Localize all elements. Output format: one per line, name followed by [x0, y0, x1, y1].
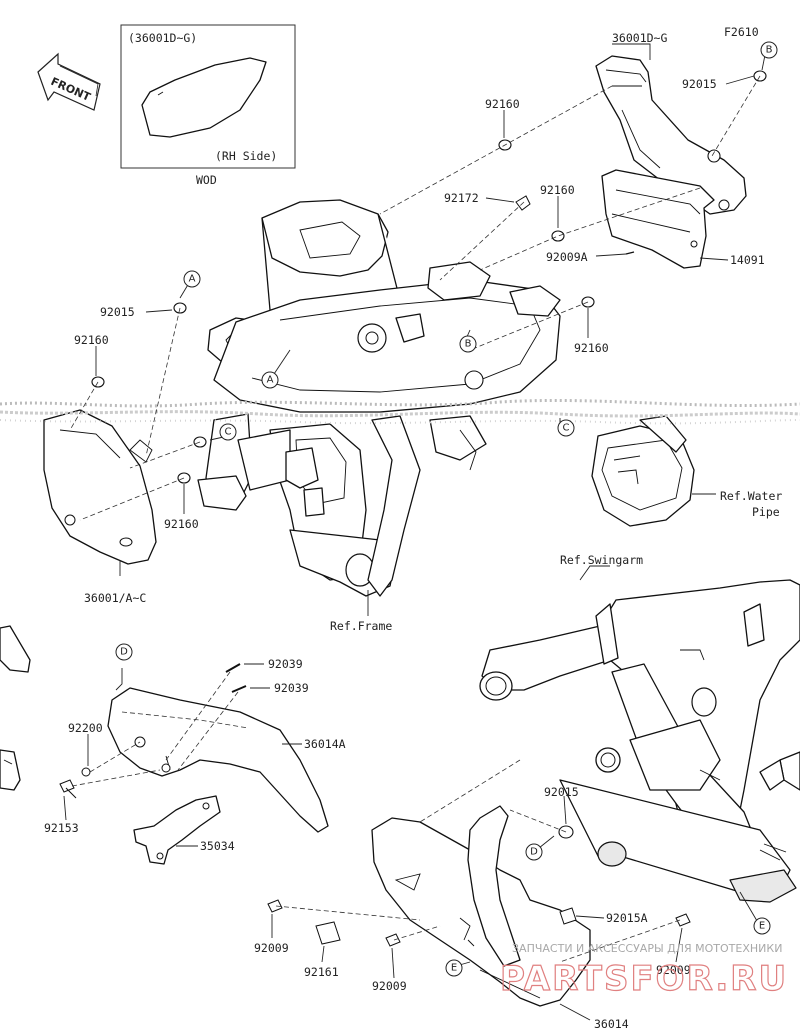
inset-part-ref: (36001D~G): [128, 31, 197, 45]
watermark-brand: PARTSFOR.RU: [500, 959, 788, 999]
label-92153: 92153: [44, 821, 79, 835]
svg-text:B: B: [766, 45, 773, 56]
label-92009-a: 92009: [254, 941, 289, 955]
label-92200: 92200: [68, 721, 103, 735]
label-92009-b: 92009: [372, 979, 407, 993]
label-36014A: 36014A: [304, 737, 346, 751]
label-35034: 35034: [200, 839, 235, 853]
front-arrow-icon: FRONT: [37, 52, 101, 111]
label-92015-d: 92015: [544, 785, 579, 799]
label-92160-right: 92160: [574, 341, 609, 355]
part-labels: 36001D~G 92015 92160 92172 92160 92009A …: [44, 31, 782, 1031]
watermark: ЗАПЧАСТИ И АКСЕССУАРЫ ДЛЯ МОТОТЕХНИКИ PA…: [499, 942, 788, 1000]
label-92015-b: 92015: [682, 77, 717, 91]
chain-cover-36014A: [107, 687, 329, 833]
bracket-35034: [133, 795, 221, 865]
bracket-14091: [601, 169, 715, 269]
label-92015-a: 92015: [100, 305, 135, 319]
label-36001-A-C: 36001/A~C: [84, 591, 146, 605]
callout-c-left: C: [219, 423, 237, 441]
clip-92015A: [559, 907, 577, 925]
svg-text:E: E: [759, 921, 765, 932]
callout-e-right: E: [753, 917, 771, 935]
svg-text:A: A: [189, 274, 196, 285]
watermark-text: ЗАПЧАСТИ И АКСЕССУАРЫ ДЛЯ МОТОТЕХНИКИ: [512, 942, 782, 955]
svg-text:E: E: [451, 963, 457, 974]
label-92160-left: 92160: [74, 333, 109, 347]
label-92015A: 92015A: [606, 911, 648, 925]
svg-text:C: C: [225, 427, 232, 438]
inset-side-note: (RH Side): [215, 149, 277, 163]
diagram-code: F2610: [724, 25, 759, 39]
callout-a-upper: A: [183, 270, 201, 288]
label-92039-a: 92039: [268, 657, 303, 671]
bolt-92009-a: [267, 899, 283, 913]
inset-variant: WOD: [196, 173, 217, 187]
label-92160-low: 92160: [164, 517, 199, 531]
svg-text:D: D: [530, 847, 538, 858]
leader-lines: [63, 43, 767, 1021]
label-36001D-G: 36001D~G: [612, 31, 667, 45]
label-ref-water: Ref.Water: [720, 489, 782, 503]
label-92039-b: 92039: [274, 681, 309, 695]
clip-92039-a: [225, 663, 241, 673]
svg-text:D: D: [120, 647, 128, 658]
side-cover-right: [595, 55, 747, 215]
svg-text:A: A: [267, 375, 274, 386]
side-cover-left: [43, 409, 157, 565]
callout-d-lower: D: [525, 843, 543, 861]
callout-b-upper: B: [760, 41, 778, 59]
clip-92039-b: [231, 685, 247, 693]
label-92009A: 92009A: [546, 250, 588, 264]
scan-noise-band: [0, 398, 800, 425]
callout-d-upper: D: [115, 643, 133, 661]
chain-cover-36014: [371, 805, 591, 1007]
callout-a-frame: A: [261, 371, 279, 389]
bolt-92009-b: [385, 933, 401, 947]
hardware-items: [59, 70, 767, 947]
label-ref-swingarm: Ref.Swingarm: [560, 553, 643, 567]
label-36014: 36014: [594, 1017, 629, 1031]
label-14091: 14091: [730, 253, 765, 267]
label-92160-mid: 92160: [540, 183, 575, 197]
inset-side-cover-icon: [141, 57, 267, 138]
grommet-92160-mid: [551, 230, 565, 242]
inset-box: (36001D~G) (RH Side) WOD: [120, 24, 296, 187]
screw-92009A: [625, 251, 635, 255]
label-92161: [315, 921, 341, 945]
svg-text:C: C: [563, 423, 570, 434]
left-edge-fragments: [0, 625, 31, 791]
washer-92200: [81, 767, 91, 777]
label-ref-frame: Ref.Frame: [330, 619, 392, 633]
bolt-92153: [59, 779, 77, 799]
callout-circles: A A B B C C D D E E: [115, 41, 778, 977]
callout-c-right: C: [557, 419, 575, 437]
bolt-92009-c: [675, 913, 691, 927]
callout-b-frame: B: [459, 335, 477, 353]
swingarm-ref: [479, 579, 800, 903]
callout-e-lower: E: [445, 959, 463, 977]
label-92172: 92172: [444, 191, 479, 205]
frame-ref: [197, 199, 561, 597]
label-92160-top: 92160: [485, 97, 520, 111]
label-92161: 92161: [304, 965, 339, 979]
water-pipe-ref: [591, 415, 695, 527]
label-92009-c: 92009: [656, 963, 691, 977]
svg-text:B: B: [465, 339, 472, 350]
label-ref-pipe: Pipe: [752, 505, 780, 519]
